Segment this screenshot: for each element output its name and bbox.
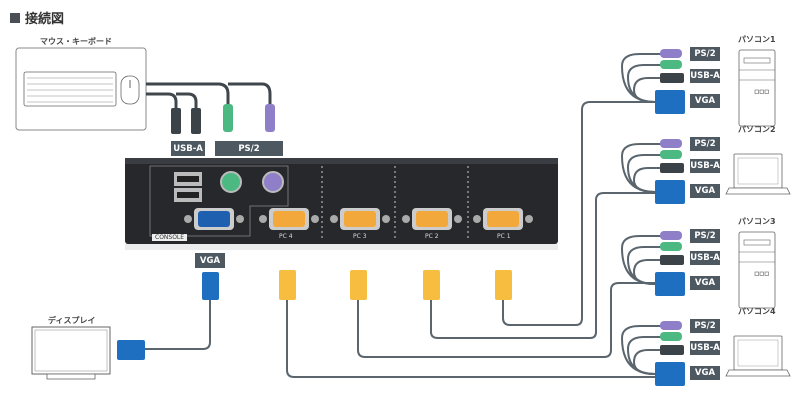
port-label-pc2: PC 2 [425, 233, 439, 240]
pc-group-1 [620, 49, 776, 127]
peripherals-label: マウス・キーボード [40, 37, 112, 46]
display-label: ディスプレイ [48, 316, 96, 325]
console-panel-outline [149, 165, 289, 237]
pc3-tag-ps2: PS/2 [690, 229, 720, 243]
pc3-tag-usba: USB-A [690, 251, 720, 265]
usb-plug-2 [191, 108, 201, 134]
diagram-title: 接続図 [10, 8, 64, 27]
ps2-purple-plug [660, 321, 682, 330]
pc-vga-port-1 [473, 208, 533, 230]
ps2-plug-green [223, 104, 233, 132]
tower-pc-icon [738, 49, 776, 127]
pc2-tag-usba: USB-A [690, 159, 720, 173]
ps2-port-keyboard [262, 171, 284, 193]
usb-plug [660, 345, 684, 355]
pc1-tag-vga: VGA [690, 94, 720, 108]
pc-vga-port-3 [330, 208, 390, 230]
display-cable [145, 300, 211, 350]
pc-vga-port-2 [402, 208, 462, 230]
usb-plug [660, 255, 684, 265]
keyboard-icon [23, 71, 117, 107]
ps2-green-plug [660, 242, 682, 251]
port-label-pc4: PC 4 [279, 233, 293, 240]
vga-plug [655, 362, 685, 386]
pc-label-3: パソコン3 [738, 217, 776, 226]
mouse-icon [120, 75, 140, 105]
pc4-tag-usba: USB-A [690, 341, 720, 355]
display-monitor-icon [31, 326, 111, 380]
pc-cables [286, 101, 660, 378]
pc-group-4 [620, 321, 791, 386]
ps2-port-mouse [220, 171, 242, 193]
port-label-pc3: PC 3 [353, 233, 367, 240]
usb-plug [660, 73, 684, 83]
ps2-green-plug [660, 60, 682, 69]
console-ps2-tag: PS/2 [215, 141, 283, 156]
pc4-tag-ps2: PS/2 [690, 319, 720, 333]
pc4-tag-vga: VGA [690, 366, 720, 380]
display-vga-plug [117, 340, 145, 360]
tower-pc-icon [738, 231, 776, 309]
pc3-tag-vga: VGA [690, 276, 720, 290]
title-square-icon [10, 12, 20, 23]
laptop-pc-icon [725, 335, 791, 377]
ps2-purple-plug [660, 231, 682, 240]
usb-ports [174, 172, 202, 202]
console-label: CONSOLE [152, 234, 188, 241]
pc-label-1: パソコン1 [738, 35, 776, 44]
pc-ports [259, 208, 533, 230]
usb-plug-1 [171, 108, 181, 134]
pc-vga-port-4 [259, 208, 319, 230]
ps2-purple-plug [660, 139, 682, 148]
ps2-purple-plug [660, 49, 682, 58]
pc-label-4: パソコン4 [738, 307, 776, 316]
vga-plug [655, 90, 685, 114]
pc-label-2: パソコン2 [738, 125, 776, 134]
pc-group-3 [620, 231, 776, 309]
pc-groups [620, 49, 791, 386]
peripheral-cables [146, 82, 272, 110]
pc2-tag-vga: VGA [690, 184, 720, 198]
ps2-plug-purple [265, 104, 275, 132]
laptop-pc-icon [725, 153, 791, 195]
yellow-vga-plugs [279, 270, 512, 300]
port-dividers [321, 166, 469, 240]
ps2-green-plug [660, 332, 682, 341]
console-vga-tag: VGA [195, 253, 225, 268]
ps2-green-plug [660, 150, 682, 159]
pc1-tag-usba: USB-A [690, 69, 720, 83]
vga-plug [655, 180, 685, 204]
console-vga-port [184, 208, 244, 230]
port-label-pc1: PC 1 [497, 233, 511, 240]
usb-plug [660, 163, 684, 173]
title-text: 接続図 [25, 12, 65, 27]
pc1-tag-ps2: PS/2 [690, 47, 720, 61]
console-usb-tag: USB-A [171, 141, 205, 156]
vga-plug [655, 272, 685, 296]
pc2-tag-ps2: PS/2 [690, 137, 720, 151]
console-vga-plug [202, 272, 219, 300]
pc-group-2 [620, 139, 791, 204]
